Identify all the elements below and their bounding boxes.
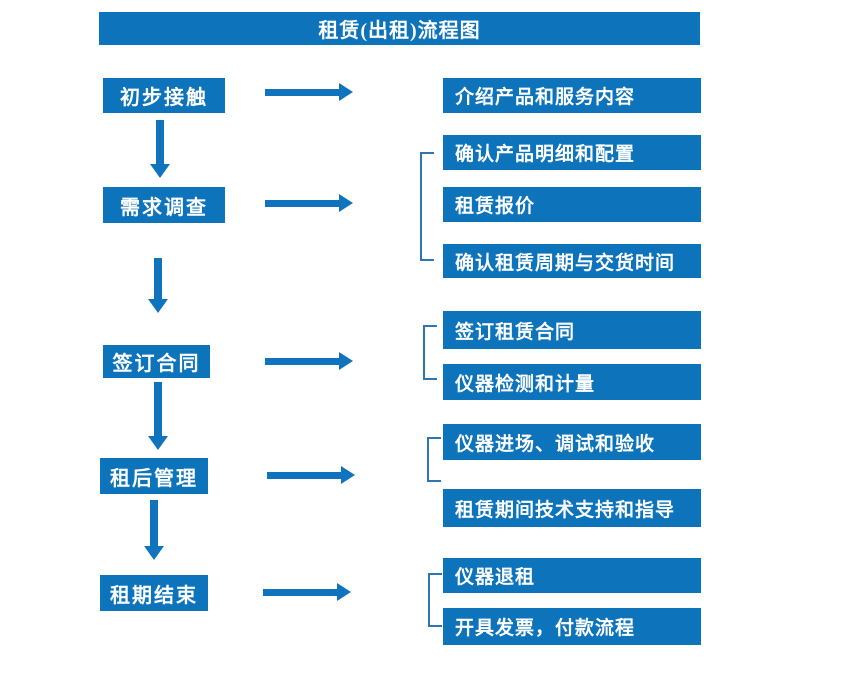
step-label: 签订合同 [112,353,201,375]
arrow-right-icon [265,83,353,101]
arrow-shaft [154,258,162,299]
arrow-down-icon [150,120,170,178]
arrow-right-icon [265,194,353,212]
arrow-head [339,83,353,101]
detail-box-confirm-period-delivery: 确认租赁周期与交货时间 [443,244,701,278]
detail-label: 签订租赁合同 [455,321,576,343]
bracket-icon [428,573,442,627]
arrow-head [339,352,353,370]
arrow-right-icon [267,466,355,484]
flowchart-title: 租赁(出租)流程图 [318,20,481,42]
detail-box-instrument-testing: 仪器检测和计量 [443,364,701,400]
detail-label: 租赁期间技术支持和指导 [455,499,676,521]
arrow-head [337,583,351,601]
arrow-shaft [265,199,339,207]
detail-label: 确认租赁周期与交货时间 [455,252,676,274]
arrow-shaft [267,471,341,479]
detail-box-instrument-setup-acceptance: 仪器进场、调试和验收 [443,424,701,460]
arrow-head [341,466,355,484]
arrow-right-icon [265,352,353,370]
detail-box-confirm-product-config: 确认产品明细和配置 [443,135,701,170]
step-label: 需求调查 [120,196,208,219]
step-box-sign-contract: 签订合同 [103,345,210,378]
arrow-down-icon [144,500,164,560]
detail-box-invoice-payment: 开具发票，付款流程 [443,608,701,645]
arrow-down-icon [148,258,168,313]
arrow-shaft [263,588,337,596]
step-box-rental-end: 租期结束 [100,575,208,611]
detail-label: 确认产品明细和配置 [455,144,636,165]
arrow-head [339,194,353,212]
arrow-head [148,299,168,313]
arrow-down-icon [148,382,168,450]
arrow-head [150,164,170,178]
detail-box-instrument-return: 仪器退租 [443,558,701,593]
detail-label: 租赁报价 [455,196,536,217]
detail-label: 仪器进场、调试和验收 [455,433,656,455]
detail-box-sign-rental-contract: 签订租赁合同 [443,311,701,349]
detail-label: 仪器退租 [455,567,536,588]
detail-box-introduce-products: 介绍产品和服务内容 [443,78,701,113]
arrow-shaft [265,88,339,96]
bracket-icon [423,325,437,380]
detail-box-technical-support: 租赁期间技术支持和指导 [443,489,701,527]
step-box-demand-survey: 需求调查 [103,187,225,223]
flowchart-title-bar: 租赁(出租)流程图 [99,12,700,45]
step-label: 初步接触 [120,87,208,109]
step-label: 租期结束 [110,584,198,607]
arrow-shaft [156,120,164,164]
arrow-shaft [265,357,339,365]
detail-label: 开具发票，付款流程 [455,618,636,639]
arrow-head [148,436,168,450]
step-box-post-rental-management: 租后管理 [100,458,208,494]
arrow-right-icon [263,583,351,601]
arrow-head [144,546,164,560]
arrow-shaft [150,500,158,546]
detail-label: 介绍产品和服务内容 [455,87,636,108]
detail-box-rental-quote: 租赁报价 [443,187,701,222]
arrow-shaft [154,382,162,436]
step-label: 租后管理 [110,467,198,490]
detail-label: 仪器检测和计量 [455,373,596,395]
step-box-initial-contact: 初步接触 [103,78,225,113]
bracket-icon [420,152,434,261]
bracket-icon [427,437,441,482]
